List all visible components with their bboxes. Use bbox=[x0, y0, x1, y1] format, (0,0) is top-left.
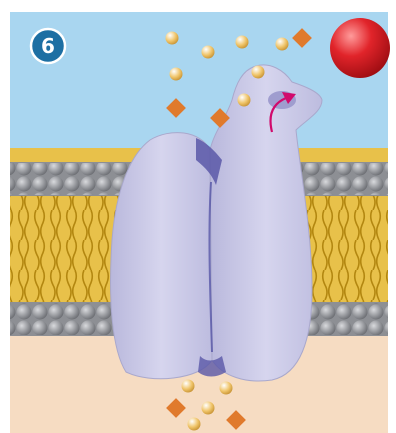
bead bbox=[202, 46, 215, 59]
bead bbox=[236, 36, 249, 49]
bead bbox=[220, 382, 233, 395]
bead bbox=[238, 94, 251, 107]
bead bbox=[166, 32, 179, 45]
bead bbox=[182, 380, 195, 393]
large-red-sphere bbox=[330, 18, 390, 78]
bead bbox=[170, 68, 183, 81]
bead bbox=[276, 38, 289, 51]
bead bbox=[252, 66, 265, 79]
step-badge: 6 bbox=[31, 29, 65, 63]
step-number: 6 bbox=[41, 34, 55, 58]
bead bbox=[202, 402, 215, 415]
bead bbox=[188, 418, 201, 431]
protein-subunit-right bbox=[210, 65, 322, 381]
